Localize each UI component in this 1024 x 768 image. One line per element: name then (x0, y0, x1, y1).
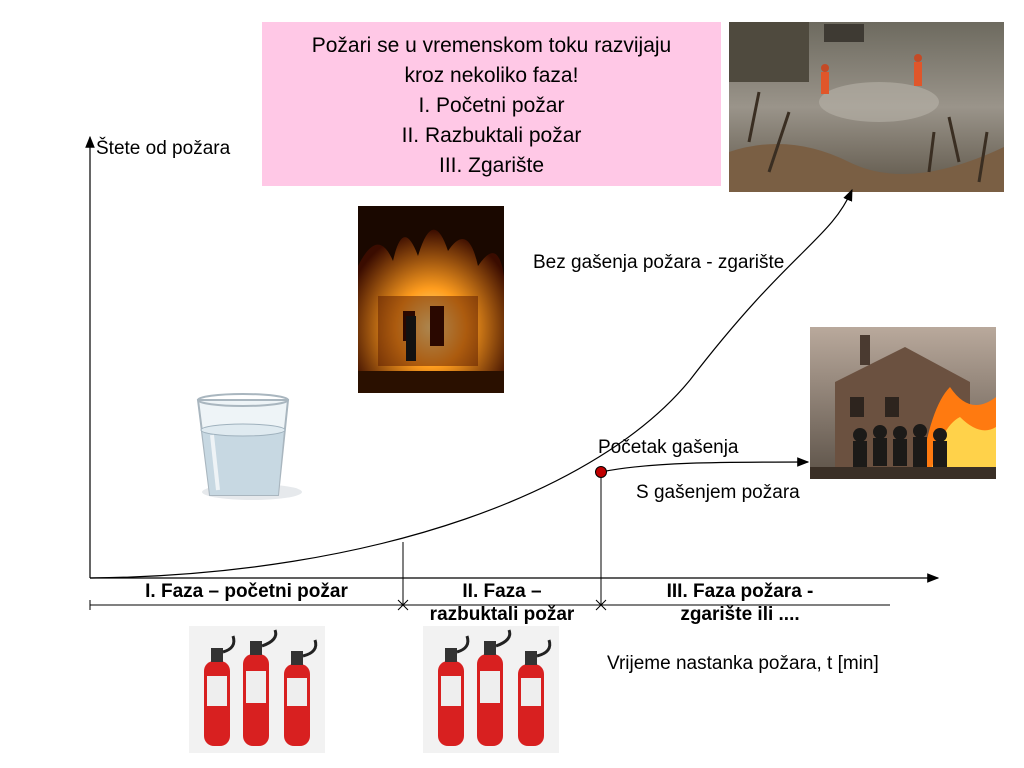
phase-3-label: III. Faza požara - zgarište ili .... (610, 580, 870, 626)
phase-3-line-2: zgarište ili .... (680, 604, 800, 625)
info-line-5: III. Zgarište (438, 154, 545, 177)
water-glass-photo (190, 390, 305, 505)
start-extinguishing-marker (595, 466, 607, 478)
curve-without-extinguishing (89, 188, 853, 579)
extinguishers-photo-2 (423, 626, 559, 753)
info-line-1: Požari se u vremenskom toku razvijaju (311, 34, 672, 57)
label-start-extinguishing: Početak gašenja (598, 437, 739, 458)
info-line-4: II. Razbuktali požar (401, 124, 582, 147)
burned-site-photo (729, 22, 1004, 192)
extinguishers-photo-1 (189, 626, 325, 753)
info-line-3: I. Početni požar (418, 94, 565, 117)
burning-house-photo (358, 206, 504, 393)
phase-tick-2 (595, 599, 607, 611)
info-box: Požari se u vremenskom toku razvijaju kr… (262, 22, 721, 186)
phase-2-label: II. Faza – razbuktali požar (403, 580, 601, 626)
curve-with-extinguishing (600, 457, 810, 473)
phase-1-label: I. Faza – početni požar (145, 581, 348, 602)
label-with-extinguishing: S gašenjem požara (636, 482, 800, 503)
phase-3-line-1: III. Faza požara - (666, 581, 814, 602)
firefighters-photo (810, 327, 996, 479)
phase-tick-1 (397, 599, 409, 611)
label-without-extinguishing: Bez gašenja požara - zgarište (533, 252, 785, 273)
info-line-2: kroz nekoliko faza! (404, 64, 579, 87)
y-axis-label: Štete od požara (96, 138, 231, 159)
x-axis-label: Vrijeme nastanka požara, t [min] (607, 653, 879, 674)
phase-2-line-1: II. Faza – (462, 581, 542, 602)
phase-2-line-2: razbuktali požar (429, 604, 575, 625)
